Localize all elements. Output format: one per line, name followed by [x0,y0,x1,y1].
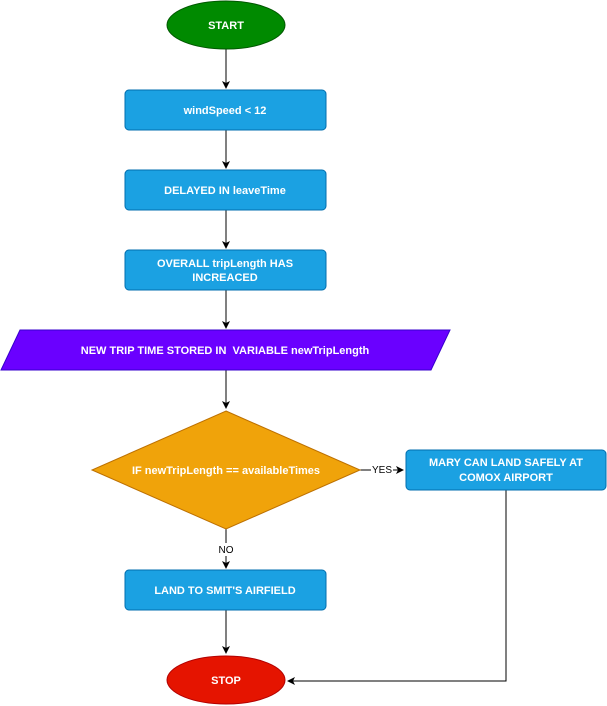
decision-label: IF newTripLength == availableTimes [132,465,320,477]
process-smits: LAND TO SMIT'S AIRFIELD [124,569,327,611]
process-delayed: DELAYED IN leaveTime [124,169,327,211]
smits-label: LAND TO SMIT'S AIRFIELD [154,585,295,597]
wind-speed-label: windSpeed < 12 [183,105,267,117]
new-trip-label: NEW TRIP TIME STORED IN VARIABLE newTrip… [81,345,370,357]
mary-label-line2: COMOX AIRPORT [459,472,553,484]
edge-mary-to-stop [287,490,507,685]
decision-node: IF newTripLength == availableTimes [90,410,362,530]
io-new-trip: NEW TRIP TIME STORED IN VARIABLE newTrip… [0,329,451,371]
yes-label: YES [372,465,392,476]
no-label: NO [219,545,234,556]
mary-label-line1: MARY CAN LAND SAFELY AT [429,457,583,469]
overall-label-line1: OVERALL tripLength HAS [157,258,293,270]
stop-node: STOP [166,655,286,705]
start-node: START [166,0,286,50]
stop-label: STOP [211,675,241,687]
delayed-label: DELAYED IN leaveTime [164,185,286,197]
process-wind-speed: windSpeed < 12 [124,89,327,131]
process-mary: MARY CAN LAND SAFELY AT COMOX AIRPORT [405,449,607,491]
overall-label-line2: INCREACED [192,272,257,284]
yes-label-bg [371,463,393,476]
start-label: START [208,20,244,32]
no-label-bg [214,543,238,556]
process-overall: OVERALL tripLength HAS INCREACED [124,249,327,291]
